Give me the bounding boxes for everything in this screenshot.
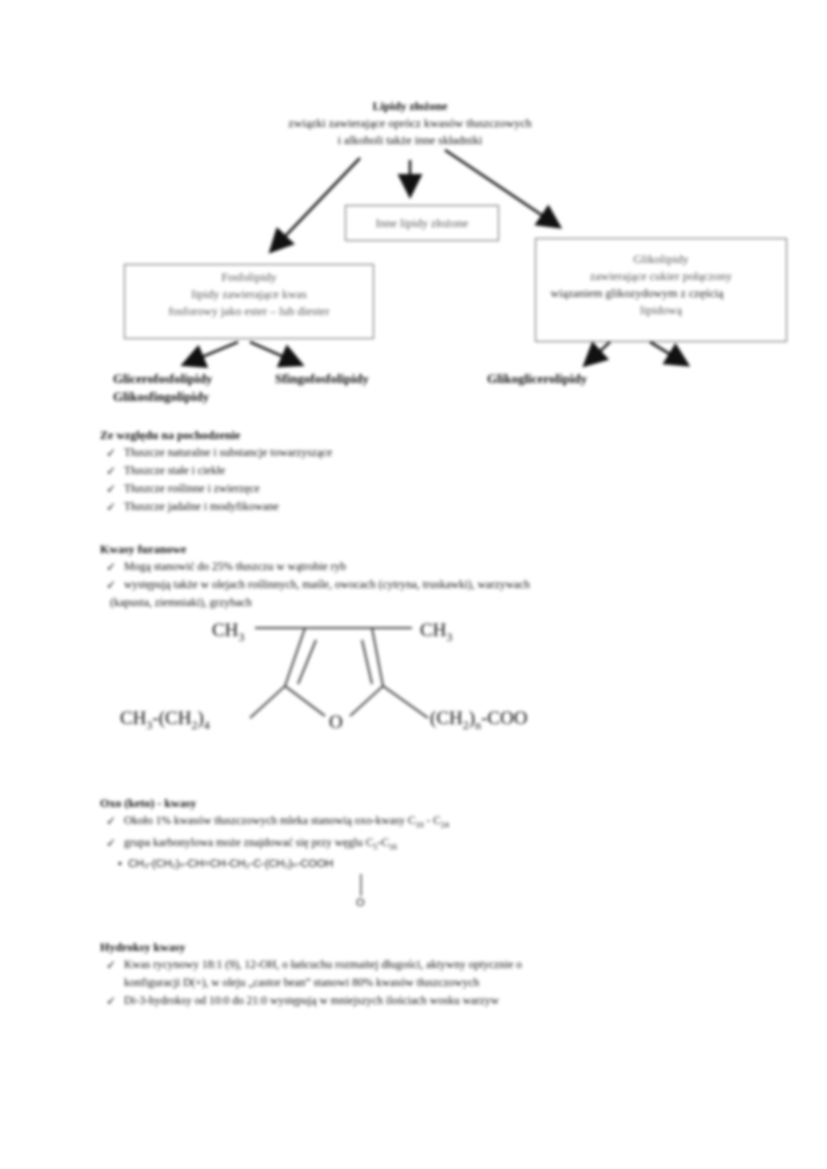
check-icon: ✓ [106,578,117,592]
root-title: Lipidy złożone [372,99,448,113]
formula-ch3-top-left: CH3 [212,620,245,644]
formula-acid-chain: (CH2)n-COO [430,708,528,732]
box-other-lipids: Inne lipidy złożone [345,205,499,241]
section-origin-heading: Ze względu na pochodzenie [100,428,241,442]
check-icon: ✓ [106,482,117,496]
check-icon: ✓ [106,500,117,514]
root-line-2: i alkoholi także inne składniki [337,133,483,147]
box-other-lipids-label: Inne lipidy złożone [375,216,469,230]
arrow-to-right-box [444,148,563,229]
check-icon: ✓ [106,958,117,972]
oxo-formula: • CH₃-(CH₂)ₙ-CH=CH-CH₂-C-(CH₂)ₙ-COOH [118,858,334,870]
arrow-to-left-box [268,157,361,254]
check-icon: ✓ [106,446,117,460]
box-phospholipids-line-1: Fosfolipidy [221,270,277,284]
list-item: ✓Tłuszcze jadalne i modyfikowane [106,500,279,514]
arrow-to-leaf-2 [249,340,305,368]
check-icon: ✓ [106,464,117,478]
box-phospholipids: Fosfolipidy lipidy zawierające kwas fosf… [124,264,374,339]
box-glycolipids-line-3: wiązaniem glikozydowym z częścią [550,286,724,300]
section-oxo-heading: Oxo (keto) - kwasy [100,796,197,810]
bullet-icon: • [118,858,128,870]
box-glycolipids-line-2: zawierające cukier połączony [590,269,732,283]
leaf-glycosphingolipids: Glikosfingolipidy [113,389,210,404]
list-item: ✓Tłuszcze naturalne i substancje towarzy… [106,446,333,460]
arrow-to-leaf-1 [180,340,239,368]
box-glycolipids-line-4: lipidową [640,303,682,317]
arrow-to-leaf-3 [582,341,611,368]
list-item: ✓grupa karbonylowa może znajdować się pr… [106,836,397,852]
box-glycolipids-line-1: Glikolipidy [633,252,689,266]
list-item: ✓Około 1% kwasów tłuszczowych mleka stan… [106,814,449,830]
box-phospholipids-line-3: fosforowy jako ester – lub diester [168,304,330,318]
root-line-1: związki zawierające oprócz kwasów tłuszc… [288,116,532,130]
box-glycolipids: Glikolipidy zawierające cukier połączony… [535,238,787,342]
list-item: ✓Mogą stanowić do 25% tłuszczu w wątrobi… [106,560,346,574]
arrow-to-leaf-4 [649,340,691,367]
section-furan-heading: Kwasy furanowe [100,542,187,556]
furan-ring [249,627,429,719]
list-item: (kapusta, ziemniaki), grzybach [110,597,252,609]
check-icon: ✓ [106,814,117,828]
section-hydroxy-list: ✓Kwas rycynowy 18:1 (9), 12-OH, o łańcuc… [100,956,750,1010]
formula-alkyl-chain: CH3-(CH2)4 [120,708,210,732]
list-item: ✓Tłuszcze roślinne i zwierzęce [106,482,260,496]
check-icon: ✓ [106,836,117,851]
section-furan-list: ✓Mogą stanowić do 25% tłuszczu w wątrobi… [100,558,750,612]
box-phospholipids-line-2: lipidy zawierające kwas [191,287,307,301]
leaf-glycerophospholipids: Glicerofosfolipidy [113,371,213,386]
section-hydroxy-heading: Hydroksy kwasy [100,940,186,954]
list-item: ✓Kwas rycynowy 18:1 (9), 12-OH, o łańcuc… [106,958,522,989]
list-item: ✓występują także w olejach roślinnych, m… [106,578,530,592]
oxo-formula-oxygen: O [356,897,365,909]
formula-ch3-top-right: CH3 [420,620,453,644]
list-item: ✓Tłuszcze stałe i ciekłe [106,464,226,478]
diagram-root: Lipidy złożone związki zawierające opróc… [220,98,600,149]
list-item: ✓Di-3-hydroksy od 10:0 do 21:0 występują… [106,994,499,1008]
section-oxo-list: ✓Około 1% kwasów tłuszczowych mleka stan… [100,812,750,857]
check-icon: ✓ [106,994,117,1008]
formula-ring-oxygen: O [329,712,343,733]
leaf-sphingophospholipids: Sfingofosfolipidy [275,371,369,386]
section-origin-list: ✓Tłuszcze naturalne i substancje towarzy… [100,444,740,516]
leaf-glycoglycerolipids: Glikoglicerolipidy [487,371,588,386]
check-icon: ✓ [106,560,117,574]
